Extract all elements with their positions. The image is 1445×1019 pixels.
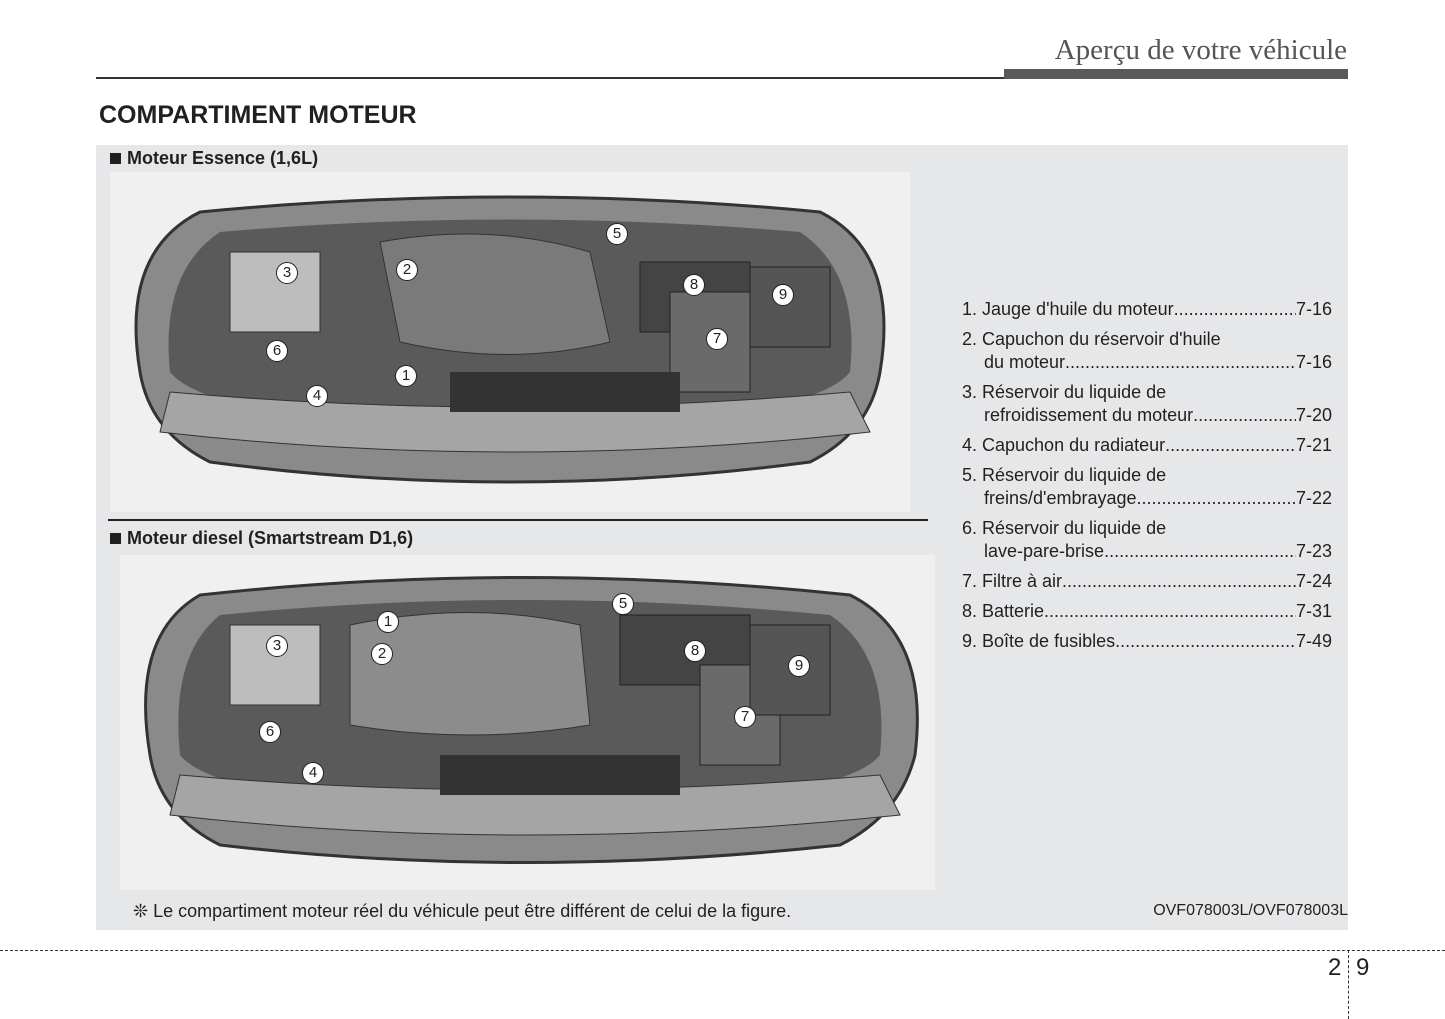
item-label: 1. Jauge d'huile du moteur bbox=[962, 299, 1174, 319]
header-rule bbox=[96, 77, 1006, 79]
list-item: 3. Réservoir du liquide de refroidisseme… bbox=[962, 381, 1332, 427]
item-label: 5. Réservoir du liquide de bbox=[962, 465, 1167, 485]
list-item: 1. Jauge d'huile du moteur 7-16 bbox=[962, 298, 1332, 321]
item-label: 2. Capuchon du réservoir d'huile bbox=[962, 329, 1221, 349]
item-page: 7-21 bbox=[1295, 435, 1332, 455]
figure-note: ❊ Le compartiment moteur réel du véhicul… bbox=[133, 901, 792, 921]
diesel-subtitle-text: Moteur diesel (Smartstream D1,6) bbox=[127, 528, 414, 548]
item-label: 3. Réservoir du liquide de bbox=[962, 382, 1167, 402]
petrol-subtitle: Moteur Essence (1,6L) bbox=[110, 148, 318, 169]
petrol-engine-illustration bbox=[110, 172, 910, 512]
callout-oil-filler-cap: 2 bbox=[371, 643, 393, 665]
item-page: 7-20 bbox=[1295, 405, 1332, 425]
list-item: 7. Filtre à air 7-24 bbox=[962, 570, 1332, 593]
callout-coolant-reservoir: 3 bbox=[276, 262, 298, 284]
callout-fuse-box: 9 bbox=[772, 284, 794, 306]
list-item: 2. Capuchon du réservoir d'huile du mote… bbox=[962, 328, 1332, 374]
item-page: 7-16 bbox=[1295, 299, 1332, 319]
diesel-subtitle: Moteur diesel (Smartstream D1,6) bbox=[110, 528, 413, 549]
item-label: 6. Réservoir du liquide de bbox=[962, 518, 1167, 538]
section-title: COMPARTIMENT MOTEUR bbox=[99, 101, 417, 129]
footer-dashed-rule bbox=[0, 950, 1445, 951]
image-code: OVF078003L/OVF078003L bbox=[1153, 902, 1348, 919]
callout-coolant-reservoir: 3 bbox=[266, 635, 288, 657]
item-label: 7. Filtre à air bbox=[962, 571, 1063, 591]
component-list: 1. Jauge d'huile du moteur 7-16 2. Capuch… bbox=[962, 298, 1332, 660]
item-page: 7-49 bbox=[1295, 631, 1332, 651]
callout-brake-fluid: 5 bbox=[612, 593, 634, 615]
item-label: 4. Capuchon du radiateur bbox=[962, 435, 1166, 455]
item-label-cont: lave-pare-brise bbox=[984, 541, 1105, 561]
callout-brake-fluid: 5 bbox=[606, 223, 628, 245]
petrol-subtitle-text: Moteur Essence (1,6L) bbox=[127, 148, 319, 168]
item-page: 7-22 bbox=[1295, 488, 1332, 508]
diesel-engine-illustration bbox=[120, 555, 935, 890]
footer-dashed-divider bbox=[1348, 950, 1349, 1019]
callout-air-filter: 7 bbox=[734, 706, 756, 728]
item-label: 8. Batterie bbox=[962, 601, 1045, 621]
item-label: 9. Boîte de fusibles bbox=[962, 631, 1116, 651]
chapter-number: 2 bbox=[1328, 954, 1342, 981]
item-label-cont: du moteur bbox=[984, 352, 1066, 372]
list-item: 9. Boîte de fusibles 7-49 bbox=[962, 630, 1332, 653]
list-item: 4. Capuchon du radiateur 7-21 bbox=[962, 434, 1332, 457]
callout-washer-fluid: 6 bbox=[259, 721, 281, 743]
callout-oil-filler-cap: 2 bbox=[396, 259, 418, 281]
header-bar bbox=[1004, 69, 1348, 79]
list-item: 6. Réservoir du liquide de lave-pare-bri… bbox=[962, 517, 1332, 563]
item-page: 7-23 bbox=[1295, 541, 1332, 561]
list-item: 8. Batterie 7-31 bbox=[962, 600, 1332, 623]
callout-battery: 8 bbox=[684, 640, 706, 662]
figure-separator bbox=[108, 519, 928, 521]
callout-fuse-box: 9 bbox=[788, 655, 810, 677]
list-item: 5. Réservoir du liquide de freins/d'embr… bbox=[962, 464, 1332, 510]
item-page: 7-24 bbox=[1295, 571, 1332, 591]
callout-dipstick: 1 bbox=[377, 611, 399, 633]
page-number: 9 bbox=[1356, 954, 1370, 981]
chapter-title: Aperçu de votre véhicule bbox=[1054, 34, 1347, 66]
callout-washer-fluid: 6 bbox=[266, 340, 288, 362]
callout-battery: 8 bbox=[683, 274, 705, 296]
item-label-cont: freins/d'embrayage bbox=[984, 488, 1137, 508]
callout-radiator-cap: 4 bbox=[306, 385, 328, 407]
callout-air-filter: 7 bbox=[706, 328, 728, 350]
callout-radiator-cap: 4 bbox=[302, 762, 324, 784]
item-page: 7-16 bbox=[1295, 352, 1332, 372]
item-page: 7-31 bbox=[1295, 601, 1332, 621]
callout-dipstick: 1 bbox=[395, 365, 417, 387]
item-label-cont: refroidissement du moteur bbox=[984, 405, 1194, 425]
